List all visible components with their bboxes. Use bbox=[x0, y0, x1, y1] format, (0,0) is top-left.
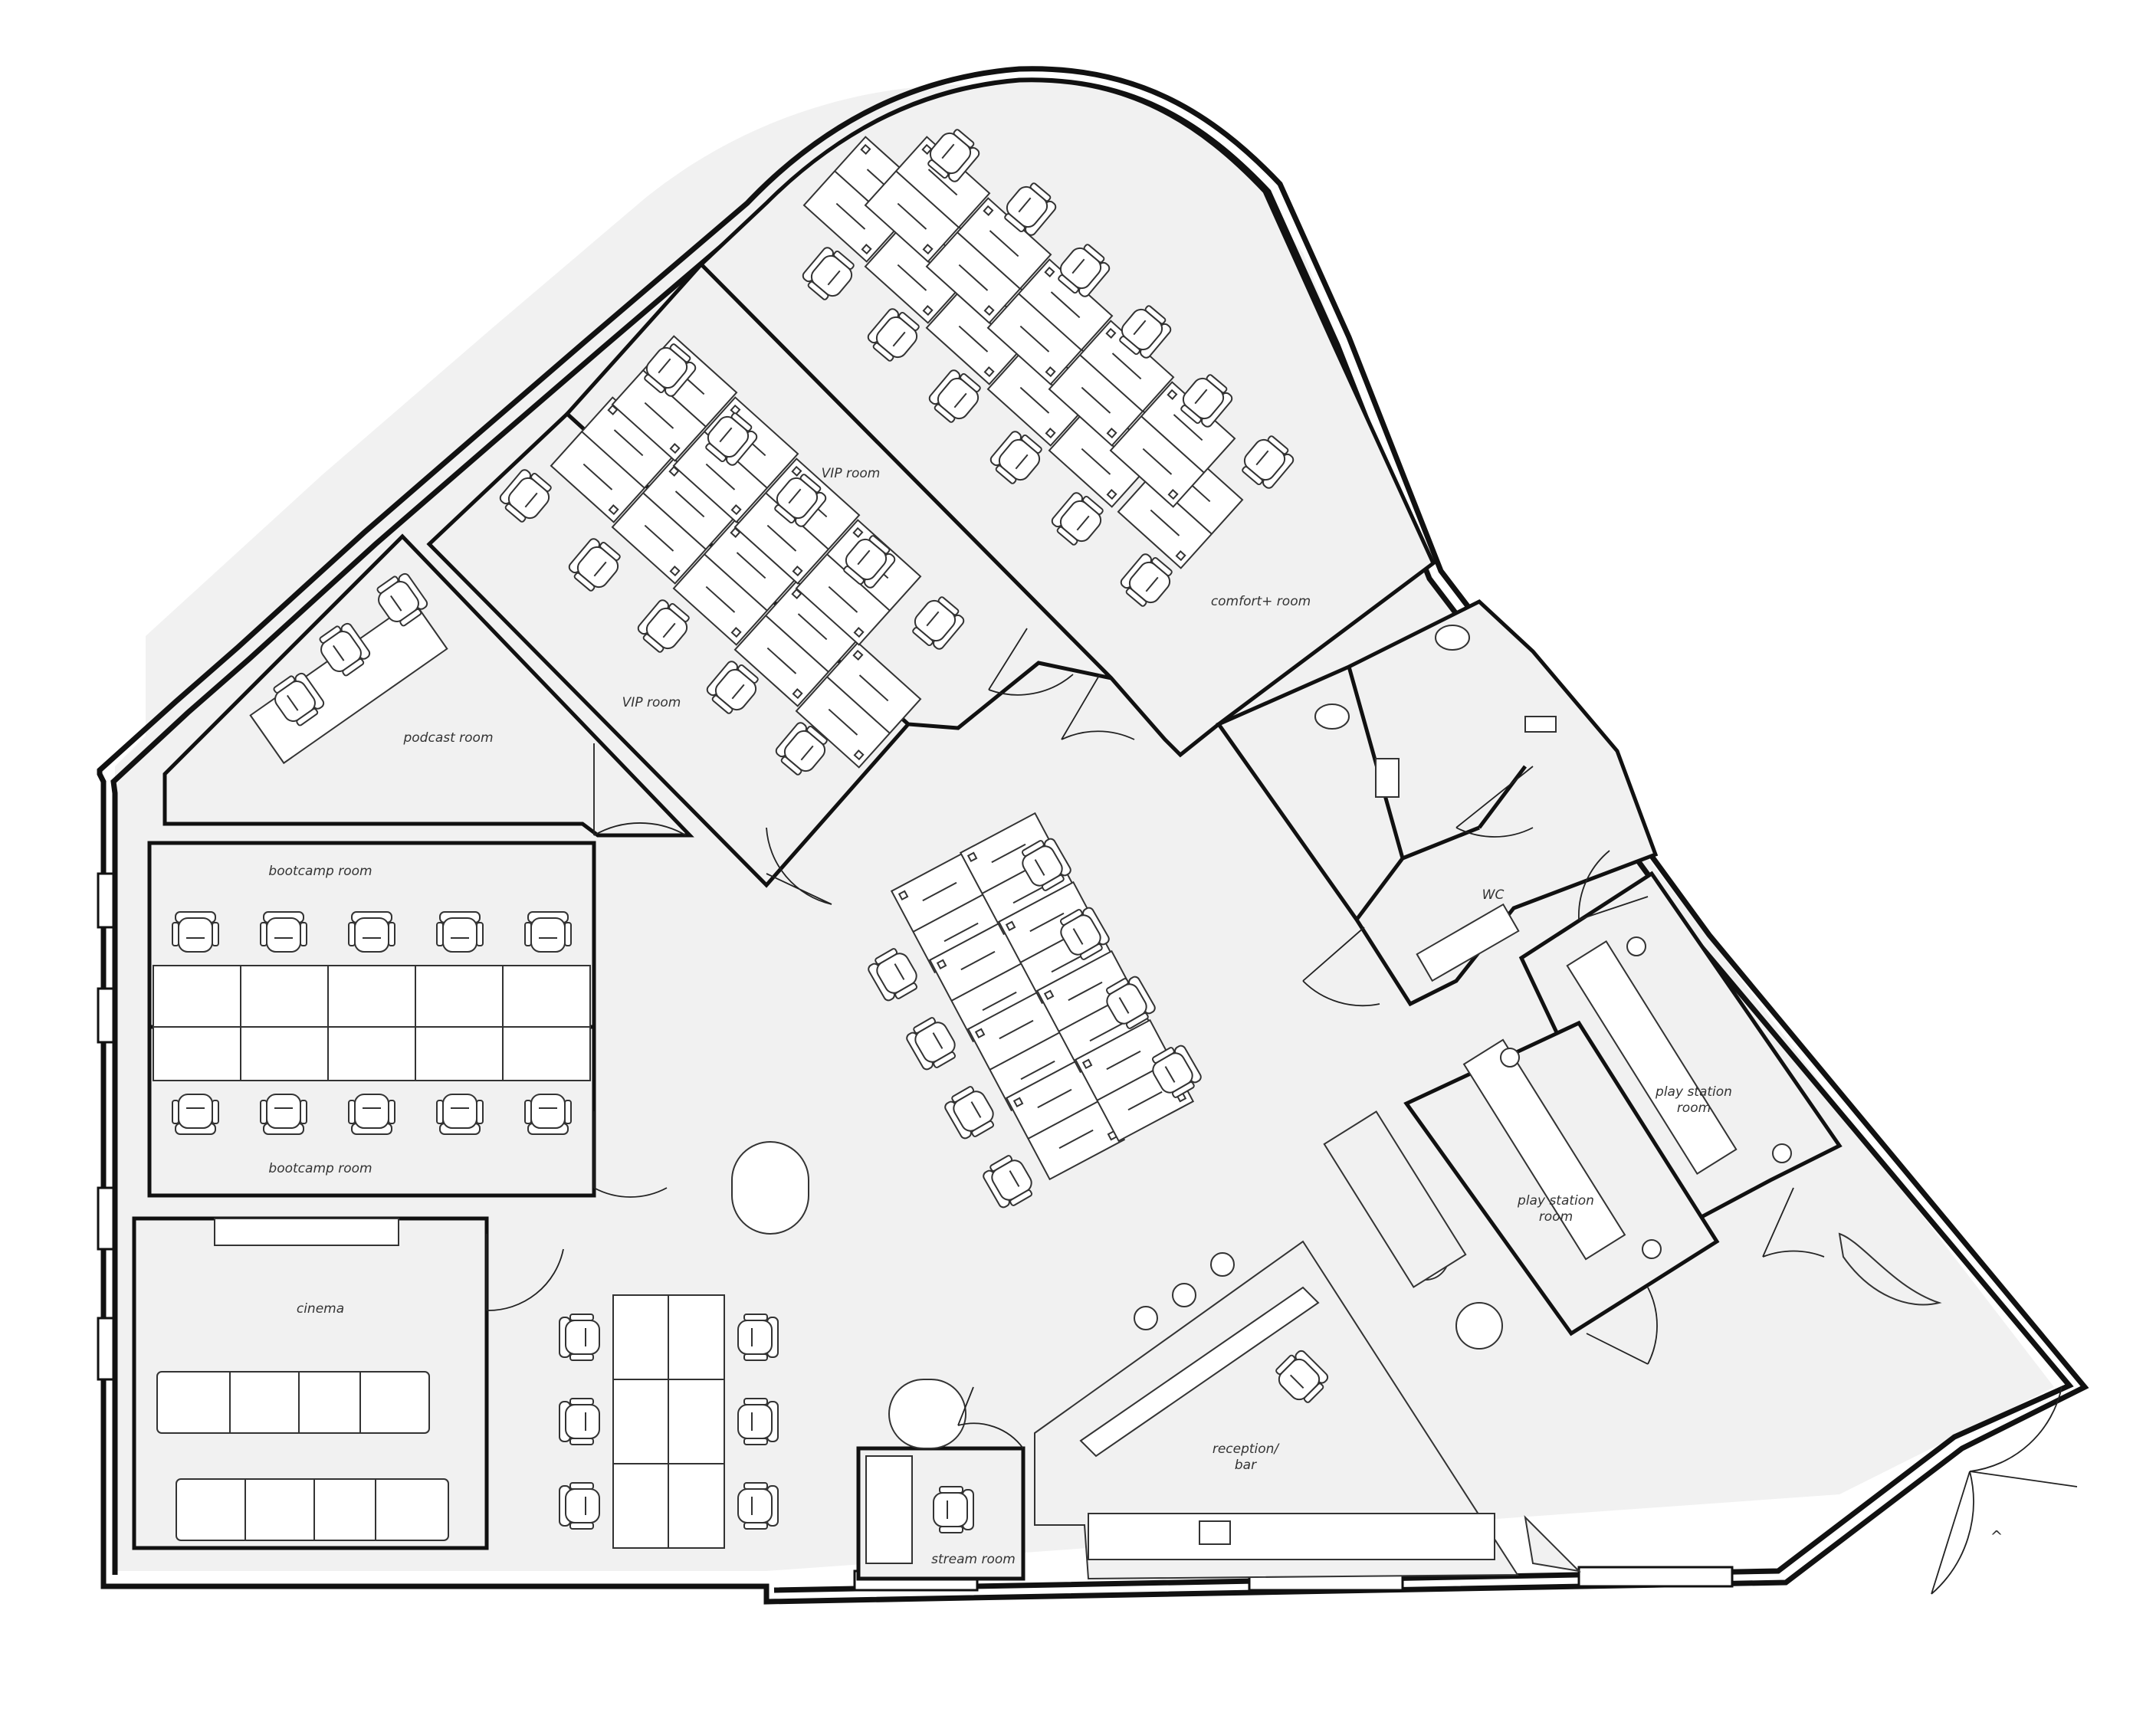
bar-stools bbox=[1134, 1252, 1235, 1330]
entrance-door-leaf bbox=[1931, 1471, 1974, 1595]
stream-pod-table bbox=[888, 1379, 966, 1449]
label-reception-1: reception/ bbox=[1213, 1441, 1281, 1457]
back-counter bbox=[1088, 1513, 1495, 1560]
open-desks-lower bbox=[612, 1294, 725, 1549]
play-station-desks-right bbox=[1566, 936, 1792, 1175]
cinema-sofas bbox=[156, 1371, 449, 1541]
stream-desk bbox=[865, 1455, 913, 1564]
door-swings bbox=[486, 628, 1825, 1449]
window bbox=[97, 987, 115, 1044]
window bbox=[97, 1317, 115, 1381]
label-play-station-left-2: room bbox=[1539, 1209, 1573, 1225]
plant-decor bbox=[1838, 1232, 1942, 1306]
label-reception-2: bar bbox=[1235, 1458, 1257, 1473]
lounge-seating bbox=[1323, 1110, 1503, 1350]
label-play-station-left-1: play station bbox=[1517, 1193, 1594, 1209]
entrance-door bbox=[1969, 1386, 2078, 1487]
sink bbox=[1199, 1520, 1231, 1545]
label-comfort-room: comfort+ room bbox=[1211, 594, 1311, 609]
wc-block bbox=[1216, 599, 1659, 1007]
exterior-wall bbox=[97, 66, 2089, 1605]
wc-fixtures bbox=[1314, 625, 1557, 982]
window bbox=[97, 872, 115, 929]
window bbox=[97, 1186, 115, 1251]
label-podcast-room: podcast room bbox=[402, 730, 493, 746]
stream-chair bbox=[933, 1486, 974, 1533]
cinema-screen bbox=[214, 1218, 399, 1246]
podcast-room bbox=[162, 533, 694, 838]
label-play-station-right-2: room bbox=[1677, 1100, 1711, 1116]
label-play-station-right-1: play station bbox=[1655, 1084, 1732, 1100]
label-bootcamp-bottom: bootcamp room bbox=[268, 1161, 372, 1176]
bootcamp-desks bbox=[153, 965, 591, 1081]
label-stream-room: stream room bbox=[931, 1552, 1016, 1567]
label-bootcamp-top: bootcamp room bbox=[268, 864, 372, 879]
label-wc: WC bbox=[1482, 887, 1505, 903]
label-vip-room-upper: VIP room bbox=[822, 466, 881, 481]
label-cinema: cinema bbox=[297, 1301, 344, 1317]
window bbox=[1577, 1566, 1734, 1588]
round-table bbox=[731, 1141, 809, 1235]
play-station-desks-left bbox=[1462, 1038, 1662, 1261]
label-vip-room-lower: VIP room bbox=[622, 695, 681, 710]
entrance-marker: ^ bbox=[1990, 1527, 2003, 1546]
reception-bar bbox=[1034, 1240, 1519, 1580]
corner-decor bbox=[1524, 1515, 1581, 1573]
bar-counter bbox=[1079, 1286, 1320, 1458]
